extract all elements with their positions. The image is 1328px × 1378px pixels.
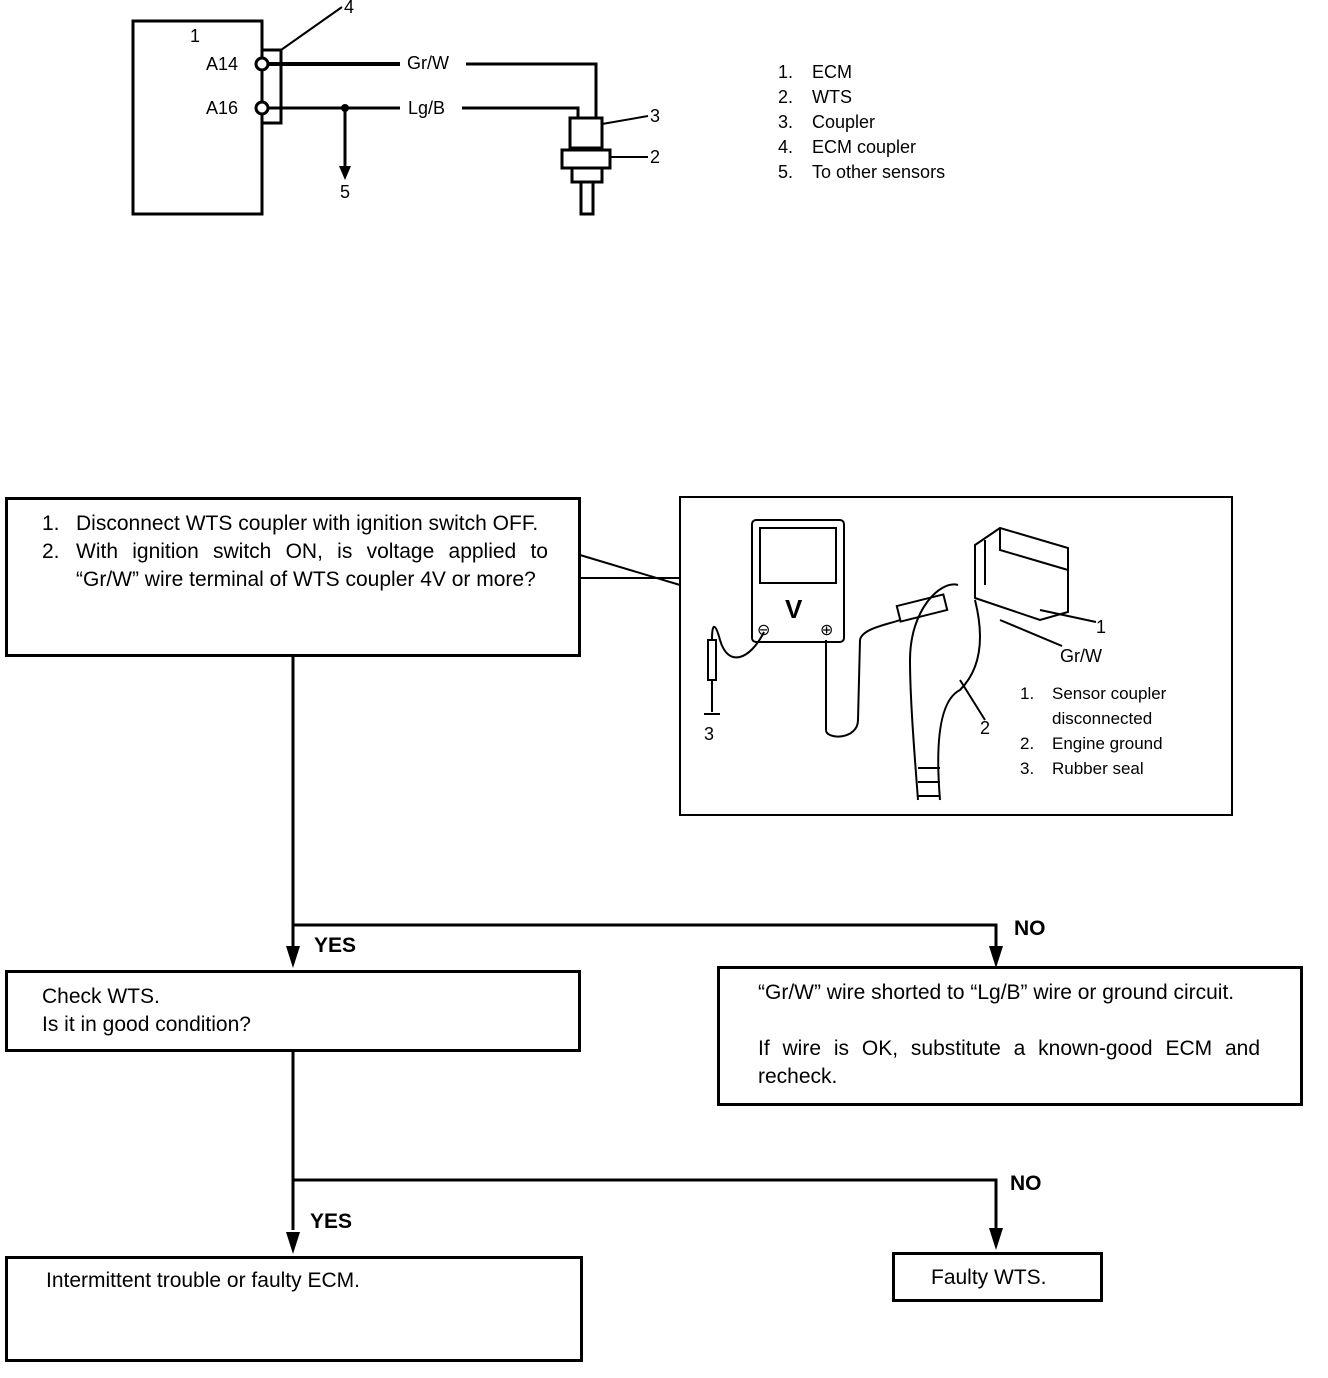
arrow-yes-1 xyxy=(286,946,300,968)
no2-box: Faulty WTS. xyxy=(892,1252,1103,1302)
flow-step1-no xyxy=(293,923,998,950)
illustration-frame xyxy=(679,496,1233,816)
no1-line1: “Gr/W” wire shorted to “Lg/B” wire or gr… xyxy=(758,981,1235,1004)
wiring-legend: 1.ECM 2.WTS 3.Coupler 4.ECM coupler 5.To… xyxy=(778,60,1038,185)
arrow-yes-2 xyxy=(286,1232,300,1254)
plus-terminal-icon: ⊕ xyxy=(820,622,834,639)
wts-tip xyxy=(579,180,595,216)
minus-terminal-icon: ⊖ xyxy=(757,622,771,639)
callout-2: 2 xyxy=(650,147,661,167)
no2-text: Faulty WTS. xyxy=(931,1266,1047,1289)
legend-item: 2.Engine ground xyxy=(1020,734,1163,753)
terminal-a14-pin xyxy=(254,56,270,72)
step1-box: 1.Disconnect WTS coupler with ignition s… xyxy=(5,497,581,657)
sensor-coupler xyxy=(568,116,604,150)
splice-dot xyxy=(341,104,349,112)
wire-gr-w-right xyxy=(466,62,598,118)
callout-5: 5 xyxy=(340,182,351,202)
ecm-coupler xyxy=(260,48,283,125)
yes2-box: Intermittent trouble or faulty ECM. xyxy=(5,1256,583,1362)
ecm-number: 1 xyxy=(190,26,201,46)
arrow-no-2 xyxy=(989,1228,1003,1250)
legend-item: 3.Coupler xyxy=(778,112,876,132)
yes2-text: Intermittent trouble or faulty ECM. xyxy=(46,1269,360,1292)
wire-lg-b-right xyxy=(462,106,580,118)
arrow-to-sensors xyxy=(339,166,351,180)
legend-item: 5.To other sensors xyxy=(778,162,946,182)
step2-line2: Is it in good condition? xyxy=(42,1013,251,1036)
wire-lg-b-label: Lg/B xyxy=(408,98,446,118)
legend-item: 1.ECM xyxy=(778,62,852,82)
ecm-box xyxy=(131,19,264,216)
no1-box: “Gr/W” wire shorted to “Lg/B” wire or gr… xyxy=(717,966,1303,1106)
voltmeter-drawing xyxy=(704,519,1097,801)
legend-item: 3.Rubber seal xyxy=(1020,759,1144,778)
callout-4-leader xyxy=(280,6,343,51)
illustration-callout-2: 2 xyxy=(980,718,991,738)
branch2-yes-label: YES xyxy=(310,1210,353,1233)
terminal-a14-label: A14 xyxy=(206,54,239,74)
wts-hex xyxy=(560,148,612,170)
flow-step2-no xyxy=(293,1178,998,1230)
illustration-legend: 1.Sensor coupler disconnected 2.Engine g… xyxy=(1020,681,1220,781)
step1-item: 2.With ignition switch ON, is voltage ap… xyxy=(42,540,548,591)
callout-4: 4 xyxy=(344,0,355,17)
legend-item: 1.Sensor coupler disconnected xyxy=(1020,684,1167,728)
step1-list: 1.Disconnect WTS coupler with ignition s… xyxy=(42,510,548,594)
illustration-wire-label: Gr/W xyxy=(1060,646,1102,666)
callout-3: 3 xyxy=(650,106,661,126)
branch1-no-label: NO xyxy=(1014,917,1046,940)
branch2-no-label: NO xyxy=(1010,1172,1042,1195)
branch1-yes-label: YES xyxy=(314,934,357,957)
voltmeter-v-label: V xyxy=(785,594,803,624)
wts-thread xyxy=(570,166,604,184)
step1-item: 1.Disconnect WTS coupler with ignition s… xyxy=(42,512,539,535)
wire-gr-w-label: Gr/W xyxy=(407,53,449,73)
terminal-a16-label: A16 xyxy=(206,98,239,118)
terminal-a16-pin xyxy=(254,100,270,116)
legend-item: 2.WTS xyxy=(778,87,852,107)
no1-line2: If wire is OK, substitute a known-good E… xyxy=(758,1037,1260,1088)
illustration-callout-1: 1 xyxy=(1096,617,1107,637)
step2-line1: Check WTS. xyxy=(42,985,160,1008)
illustration-callout-3: 3 xyxy=(704,724,715,744)
legend-item: 4.ECM coupler xyxy=(778,137,917,157)
arrow-no-1 xyxy=(989,946,1003,968)
step2-box: Check WTS. Is it in good condition? xyxy=(5,970,581,1052)
